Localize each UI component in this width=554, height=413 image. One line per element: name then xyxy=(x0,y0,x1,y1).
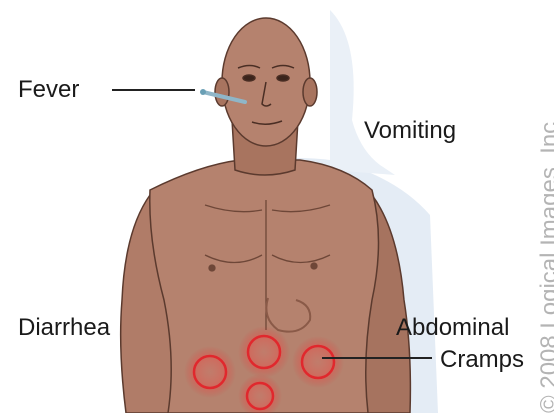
cramp-marker-icon xyxy=(238,326,290,378)
left-ear xyxy=(215,78,229,106)
label-cramps: Cramps xyxy=(440,348,524,372)
label-fever: Fever xyxy=(18,78,79,102)
right-ear xyxy=(303,78,317,106)
cramp-marker-icon xyxy=(292,336,344,388)
label-abdominal: Abdominal xyxy=(396,316,509,340)
label-diarrhea: Diarrhea xyxy=(18,316,110,340)
cramp-marker-icon xyxy=(184,346,236,398)
copyright-watermark: © 2008 Logical Images, Inc. xyxy=(536,115,554,413)
label-vomiting: Vomiting xyxy=(364,119,456,143)
